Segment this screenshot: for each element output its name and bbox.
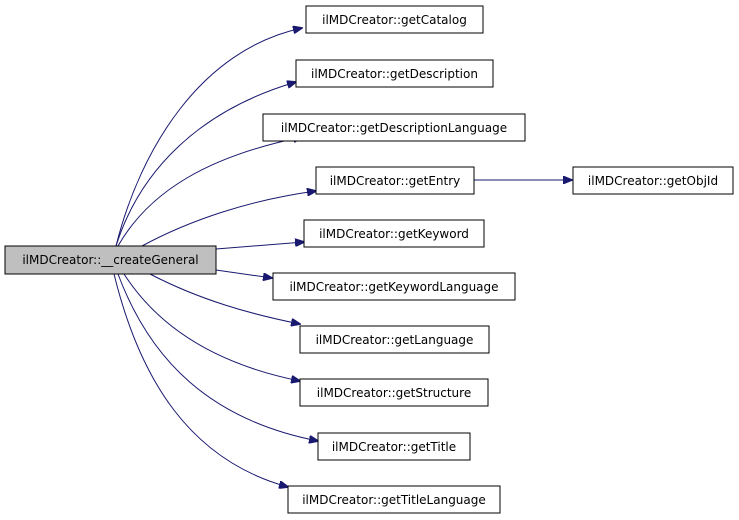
node-getEntry[interactable]: ilMDCreator::getEntry [315, 166, 475, 195]
edge-to-getKeyword [215, 242, 304, 250]
node-getTitleLanguage[interactable]: ilMDCreator::getTitleLanguage [287, 485, 501, 514]
root-node[interactable]: ilMDCreator::__createGeneral [4, 245, 217, 275]
edge-to-getKeywordLanguage [215, 269, 272, 278]
node-getCatalog[interactable]: ilMDCreator::getCatalog [305, 5, 484, 34]
node-getKeyword-label: ilMDCreator::getKeyword [319, 227, 469, 241]
node-getTitle[interactable]: ilMDCreator::getTitle [317, 432, 471, 461]
node-getStructure-label: ilMDCreator::getStructure [317, 386, 471, 400]
node-getKeyword[interactable]: ilMDCreator::getKeyword [303, 219, 485, 248]
edge-to-getStructure [123, 273, 300, 381]
root-node-label: ilMDCreator::__createGeneral [22, 253, 198, 267]
node-getLanguage[interactable]: ilMDCreator::getLanguage [299, 325, 490, 354]
node-getTitleLanguage-label: ilMDCreator::getTitleLanguage [302, 493, 486, 507]
node-getDescriptionLanguage[interactable]: ilMDCreator::getDescriptionLanguage [262, 113, 526, 142]
edge-to-getTitle [117, 273, 318, 441]
edge-to-getDescriptionLanguage [117, 137, 302, 247]
node-getEntry-label: ilMDCreator::getEntry [330, 174, 461, 188]
edge-to-getLanguage [149, 273, 300, 324]
node-getLanguage-label: ilMDCreator::getLanguage [316, 333, 474, 347]
node-getDescriptionLanguage-label: ilMDCreator::getDescriptionLanguage [281, 121, 507, 135]
node-getKeywordLanguage[interactable]: ilMDCreator::getKeywordLanguage [272, 272, 516, 301]
edge-to-getTitleLanguage [113, 273, 288, 487]
edge-to-getDescription [115, 82, 296, 247]
node-getObjId[interactable]: ilMDCreator::getObjId [572, 166, 734, 195]
node-getTitle-label: ilMDCreator::getTitle [332, 440, 456, 454]
node-getObjId-label: ilMDCreator::getObjId [588, 174, 718, 188]
node-getDescription-label: ilMDCreator::getDescription [311, 67, 478, 81]
node-getCatalog-label: ilMDCreator::getCatalog [322, 13, 467, 27]
node-getStructure[interactable]: ilMDCreator::getStructure [299, 378, 489, 407]
edge-to-getEntry [141, 191, 316, 247]
node-getDescription[interactable]: ilMDCreator::getDescription [295, 59, 494, 88]
node-getKeywordLanguage-label: ilMDCreator::getKeywordLanguage [289, 280, 498, 294]
call-edges [113, 28, 572, 487]
edge-to-getCatalog [115, 28, 302, 247]
